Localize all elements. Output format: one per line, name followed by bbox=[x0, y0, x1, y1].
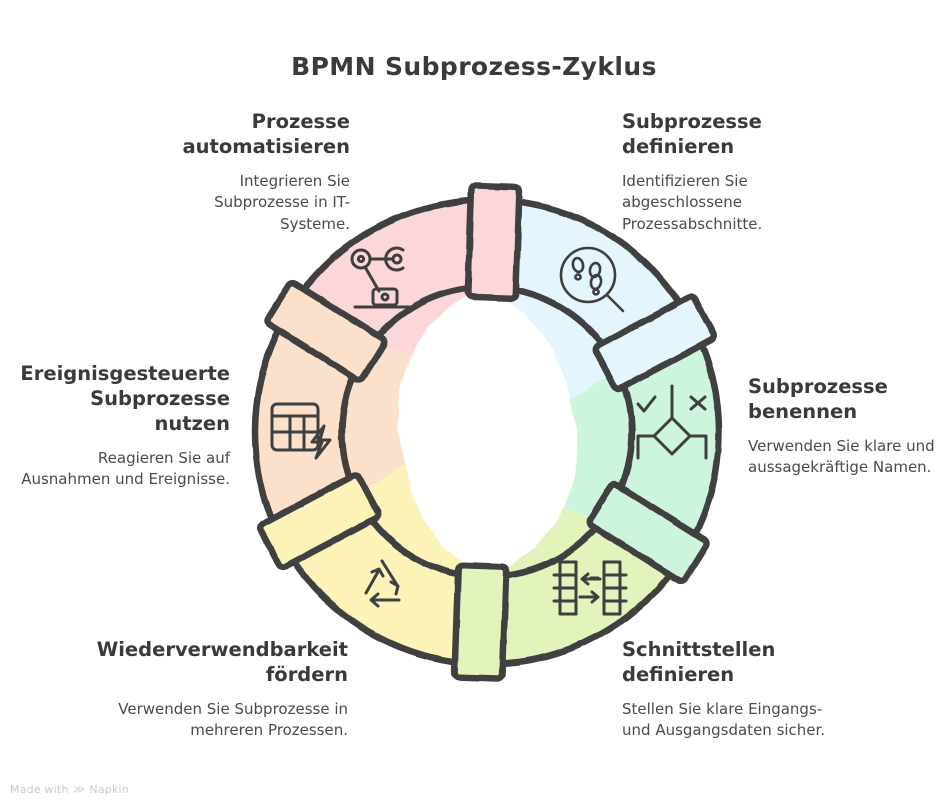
separator-upper-left bbox=[264, 279, 388, 383]
napkin-logo-icon: ≫ bbox=[72, 782, 86, 796]
separator-upper-right bbox=[592, 293, 717, 392]
label-reuse-body: Verwenden Sie Subprozesse in mehreren Pr… bbox=[118, 699, 348, 740]
separator-lower-right bbox=[586, 481, 710, 585]
label-automate: Prozesse automatisieren Integrieren Sie … bbox=[150, 110, 350, 235]
label-interface-heading: Schnittstellen definieren bbox=[622, 638, 776, 686]
separator-top bbox=[464, 182, 523, 302]
label-define-heading: Subprozesse definieren bbox=[622, 110, 762, 158]
label-name-body: Verwenden Sie klare und aussagekräftige … bbox=[748, 436, 935, 477]
magnifier-footprints-icon bbox=[559, 246, 625, 313]
gateway-check-x-icon bbox=[636, 384, 708, 460]
label-automate-heading: Prozesse automatisieren bbox=[182, 110, 350, 158]
label-interface: Schnittstellen definieren Stellen Sie kl… bbox=[622, 638, 842, 742]
table-bolt-icon bbox=[270, 402, 332, 460]
segment-separators bbox=[257, 182, 717, 682]
label-interface-body: Stellen Sie klare Eingangs- und Ausgangs… bbox=[622, 699, 826, 740]
label-name-heading: Subprozesse benennen bbox=[748, 375, 888, 423]
watermark-prefix: Made with bbox=[10, 782, 69, 796]
data-exchange-icon bbox=[552, 560, 628, 616]
recycle-icon bbox=[364, 559, 401, 608]
robot-arm-icon bbox=[350, 246, 417, 309]
separator-lower-left bbox=[257, 472, 382, 571]
watermark: Made with ≫ Napkin bbox=[10, 782, 129, 796]
label-event: Ereignisgesteuerte Subprozesse nutzen Re… bbox=[8, 362, 230, 490]
label-event-heading: Ereignisgesteuerte Subprozesse nutzen bbox=[20, 362, 230, 435]
label-event-body: Reagieren Sie auf Ausnahmen und Ereignis… bbox=[21, 448, 230, 489]
label-automate-body: Integrieren Sie Subprozesse in IT- Syste… bbox=[214, 171, 350, 233]
watermark-brand: Napkin bbox=[89, 782, 129, 796]
label-define-body: Identifizieren Sie abgeschlossene Prozes… bbox=[622, 171, 763, 233]
label-define: Subprozesse definieren Identifizieren Si… bbox=[622, 110, 842, 235]
page-title: BPMN Subprozess-Zyklus bbox=[291, 52, 657, 81]
label-reuse-heading: Wiederverwendbarkeit fördern bbox=[96, 638, 348, 686]
label-name: Subprozesse benennen Verwenden Sie klare… bbox=[748, 375, 944, 479]
label-reuse: Wiederverwendbarkeit fördern Verwenden S… bbox=[88, 638, 348, 742]
separator-bottom bbox=[451, 562, 510, 682]
